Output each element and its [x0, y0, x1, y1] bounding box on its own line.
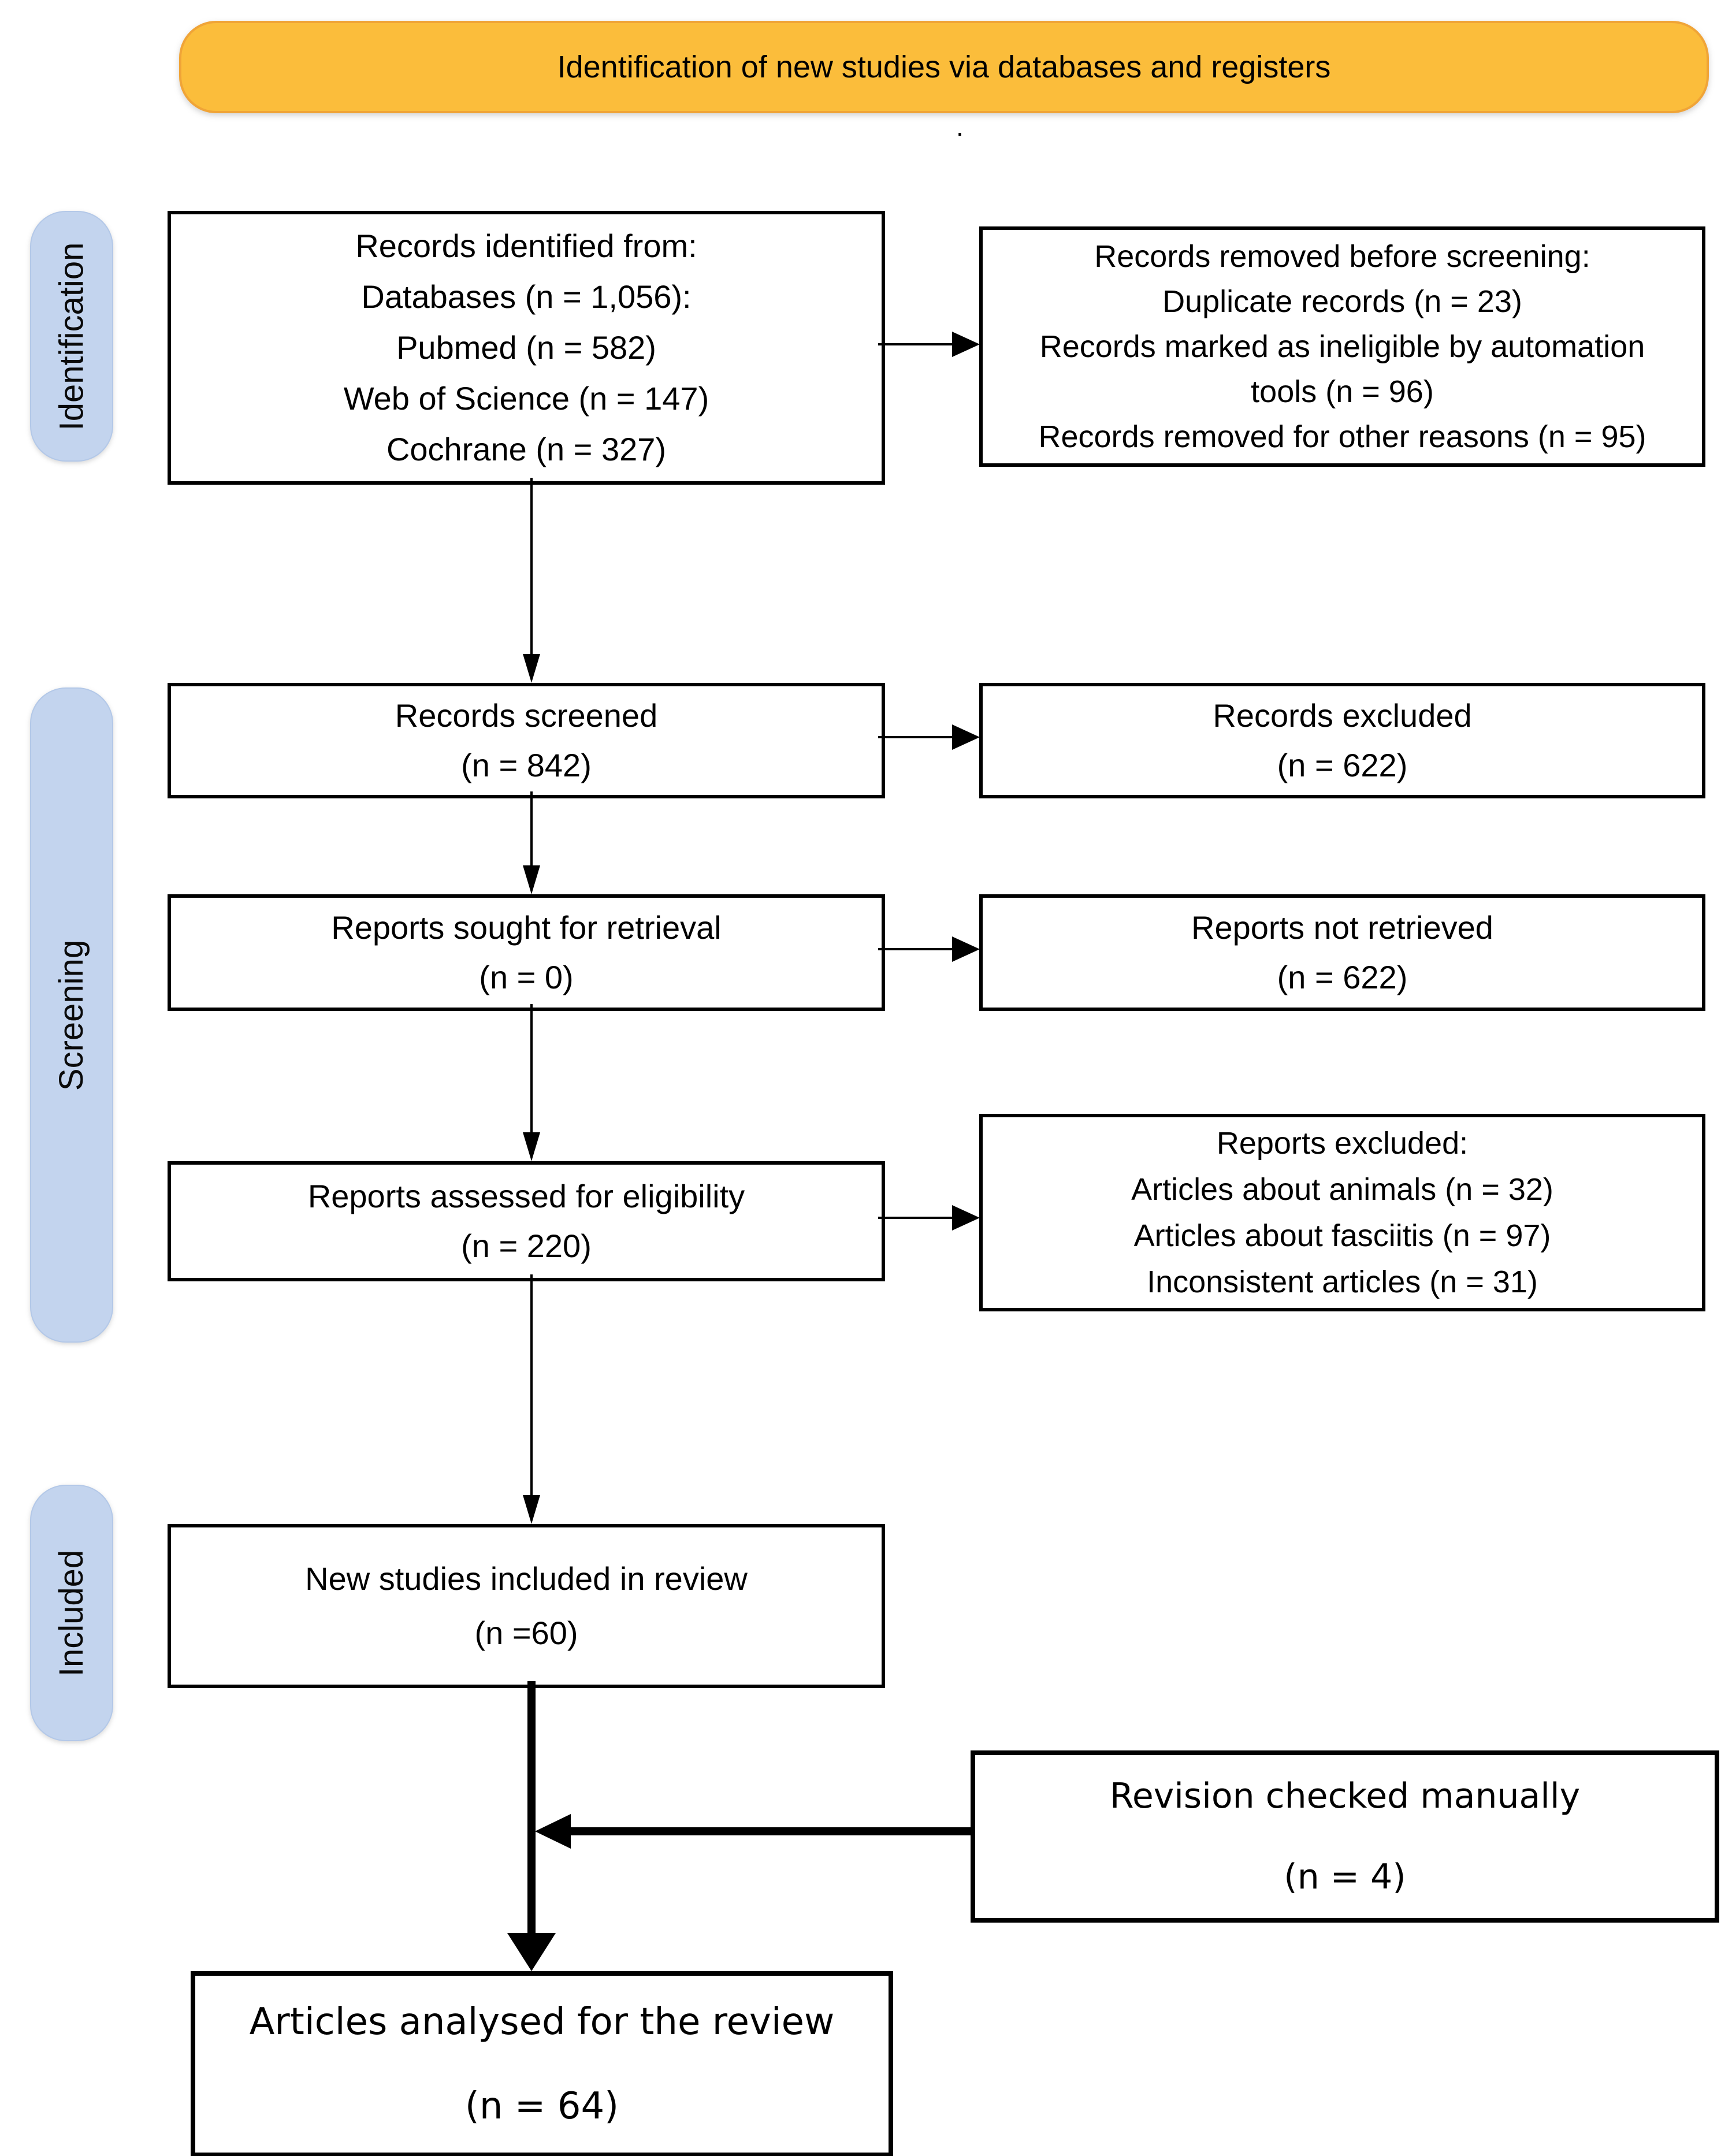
arrow-assessed-to-reports-excluded: [878, 1217, 952, 1219]
diagram-title: Identification of new studies via databa…: [557, 50, 1331, 84]
box-line: Reports assessed for eligibility: [307, 1178, 745, 1214]
box-reports-excluded: Reports excluded: Articles about animals…: [979, 1114, 1705, 1311]
box-reports-assessed: Reports assessed for eligibility (n = 22…: [168, 1161, 885, 1281]
arrow-sought-to-assessed: [530, 1004, 533, 1133]
box-line: Web of Science (n = 147): [343, 380, 709, 417]
stage-pill-identification: Identification: [30, 211, 113, 462]
box-line: Reports excluded:: [1216, 1126, 1469, 1161]
box-line: (n =60): [474, 1615, 578, 1651]
box-records-removed: Records removed before screening: Duplic…: [979, 226, 1705, 467]
arrowhead-right-icon: [952, 332, 980, 357]
box-new-studies-included: New studies included in review (n =60): [168, 1524, 885, 1688]
stage-label-screening: Screening: [53, 939, 91, 1091]
stage-label-included: Included: [53, 1549, 91, 1677]
arrow-included-to-analysed: [527, 1681, 536, 1934]
arrowhead-right-icon: [952, 1205, 980, 1231]
arrowhead-down-icon: [523, 1132, 540, 1161]
box-line: New studies included in review: [305, 1560, 748, 1597]
box-line: (n = 4): [1284, 1857, 1406, 1897]
box-line: Revision checked manually: [1109, 1776, 1581, 1816]
box-reports-sought: Reports sought for retrieval (n = 0): [168, 894, 885, 1011]
box-line: (n = 0): [479, 959, 574, 995]
arrow-sought-to-not-retrieved: [878, 948, 952, 950]
box-line: Cochrane (n = 327): [386, 431, 667, 467]
box-revision-checked: Revision checked manually (n = 4): [971, 1750, 1719, 1923]
box-line: Articles about fasciitis (n = 97): [1133, 1218, 1551, 1253]
arrowhead-down-icon: [523, 654, 540, 683]
box-line: Articles about animals (n = 32): [1131, 1172, 1553, 1207]
box-line: Records excluded: [1213, 697, 1472, 734]
arrowhead-left-thick-icon: [535, 1814, 571, 1849]
box-line: Records removed before screening:: [1094, 239, 1590, 274]
title-banner: Identification of new studies via databa…: [179, 21, 1709, 113]
box-records-screened: Records screened (n = 842): [168, 683, 885, 798]
box-line: Duplicate records (n = 23): [1162, 284, 1522, 319]
box-line: Databases (n = 1,056):: [361, 278, 692, 315]
arrow-identified-to-removed: [878, 343, 952, 345]
box-line: tools (n = 96): [1251, 374, 1434, 409]
arrow-identified-to-screened: [530, 478, 533, 654]
box-line: Articles analysed for the review: [249, 2001, 835, 2043]
arrow-screened-to-sought: [530, 791, 533, 867]
arrow-assessed-to-included: [530, 1274, 533, 1496]
stage-label-identification: Identification: [53, 242, 91, 430]
box-line: Reports sought for retrieval: [331, 909, 722, 946]
box-line: Records screened: [395, 697, 658, 734]
box-line: Reports not retrieved: [1191, 909, 1493, 946]
box-line: (n = 842): [461, 747, 592, 783]
arrowhead-right-icon: [952, 936, 980, 962]
box-line: (n = 220): [461, 1228, 592, 1264]
stray-dot: .: [956, 111, 964, 142]
box-line: Inconsistent articles (n = 31): [1147, 1265, 1538, 1299]
box-records-identified: Records identified from: Databases (n = …: [168, 211, 885, 485]
arrowhead-down-thick-icon: [507, 1933, 556, 1971]
box-line: Records removed for other reasons (n = 9…: [1038, 419, 1646, 454]
stage-pill-included: Included: [30, 1485, 113, 1741]
arrowhead-right-icon: [952, 724, 980, 750]
stage-pill-screening: Screening: [30, 687, 113, 1343]
arrow-revision-to-flow: [570, 1827, 971, 1835]
box-line: (n = 64): [464, 2085, 619, 2128]
box-line: Pubmed (n = 582): [396, 329, 656, 366]
box-articles-analysed: Articles analysed for the review (n = 64…: [191, 1971, 893, 2156]
box-line: Records identified from:: [355, 228, 697, 264]
box-line: (n = 622): [1277, 747, 1408, 783]
box-line: Records marked as ineligible by automati…: [1039, 329, 1645, 364]
box-records-excluded: Records excluded (n = 622): [979, 683, 1705, 798]
arrowhead-down-icon: [523, 1495, 540, 1524]
arrowhead-down-icon: [523, 865, 540, 894]
box-line: (n = 622): [1277, 959, 1408, 995]
arrow-screened-to-excluded: [878, 736, 952, 738]
box-reports-not-retrieved: Reports not retrieved (n = 622): [979, 894, 1705, 1011]
